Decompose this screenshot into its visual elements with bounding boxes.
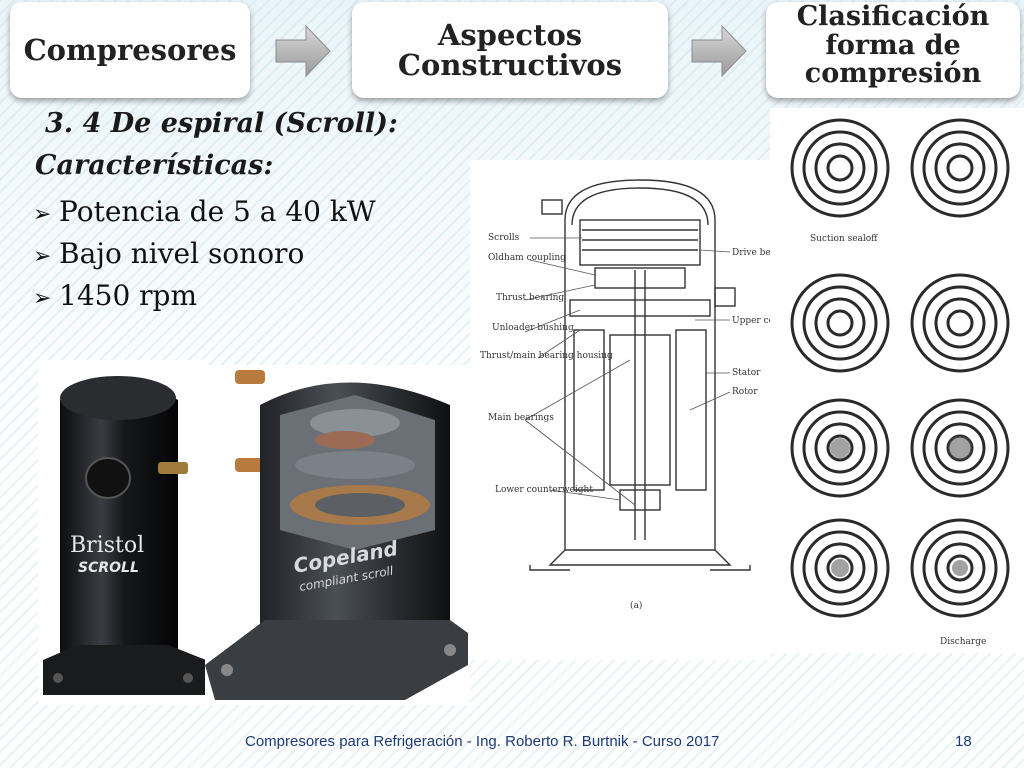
page-number: 18: [955, 733, 972, 750]
section-title: 3. 4 De espiral (Scroll):: [45, 108, 398, 139]
chevron-right-icon: [691, 24, 747, 78]
spiral-label: Suction sealoff: [810, 234, 878, 244]
diagram-label: Drive bearing: [732, 248, 770, 258]
spiral-figure: [790, 518, 890, 618]
spiral-figure: [910, 118, 1010, 218]
bristol-brand-text: Bristol: [70, 533, 144, 558]
spiral-figure: [790, 398, 890, 498]
list-item: ➢ Potencia de 5 a 40 kW: [33, 192, 376, 234]
bullet-text: Potencia de 5 a 40 kW: [59, 195, 376, 228]
spiral-figure: [910, 273, 1010, 373]
list-item: ➢ 1450 rpm: [33, 276, 376, 318]
header-step-clasificacion: Clasificación forma de compresión: [766, 2, 1020, 98]
diagram-label: Rotor: [732, 387, 758, 397]
header-step-3-label: Clasificación forma de compresión: [796, 2, 990, 90]
bullet-text: Bajo nivel sonoro: [59, 237, 305, 270]
diagram-label: Lower counterweight: [495, 485, 593, 495]
header-step-1-label: Compresores: [23, 32, 237, 67]
bullet-list: ➢ Potencia de 5 a 40 kW ➢ Bajo nivel sonor…: [33, 192, 376, 318]
scroll-brand-text: SCROLL: [78, 560, 139, 576]
arrowhead-bullet-icon: ➢: [33, 244, 52, 269]
scroll-compressor-cross-section-diagram: Scrolls Oldham coupling Thrust bearing U…: [470, 160, 770, 660]
diagram-label: Unloader bushing: [492, 323, 574, 333]
copeland-compressor-image: Copeland compliant scroll: [205, 365, 470, 705]
diagram-label: Thrust/main bearing housing: [480, 351, 613, 361]
arrowhead-bullet-icon: ➢: [33, 202, 52, 227]
chevron-right-icon: [275, 24, 331, 78]
diagram-label: Oldham coupling: [488, 253, 566, 263]
header-step-aspectos: Aspectos Constructivos: [352, 2, 668, 98]
list-item: ➢ Bajo nivel sonoro: [33, 234, 376, 276]
bristol-compressor-image: Bristol SCROLL: [38, 360, 208, 705]
diagram-caption: (a): [630, 600, 642, 611]
scroll-spiral-sequence-diagram: Suction sealoff Discharge: [770, 108, 1024, 653]
diagram-label: Main bearings: [488, 413, 554, 423]
header-step-2-label: Aspectos Constructivos: [397, 17, 623, 82]
characteristics-heading: Características:: [35, 150, 274, 181]
spiral-figure: [910, 518, 1010, 618]
diagram-label: Stator: [732, 368, 761, 378]
spiral-label: Discharge: [940, 637, 986, 647]
diagram-label: Upper counter weight: [732, 316, 770, 326]
spiral-figure: [790, 273, 890, 373]
diagram-label: Scrolls: [488, 233, 520, 243]
diagram-label: Thrust bearing: [496, 293, 564, 303]
footer-text: Compresores para Refrigeración - Ing. Ro…: [245, 733, 720, 750]
spiral-figure: [910, 398, 1010, 498]
bullet-text: 1450 rpm: [59, 279, 198, 312]
spiral-figure: [790, 118, 890, 218]
header-step-compresores: Compresores: [10, 2, 250, 98]
arrowhead-bullet-icon: ➢: [33, 286, 52, 311]
